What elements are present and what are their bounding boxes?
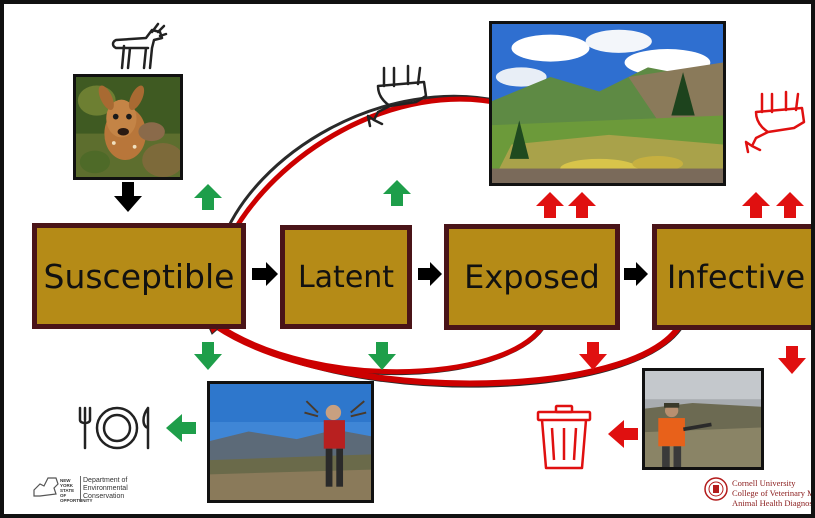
hunter-photo <box>207 381 374 503</box>
arrow-recruitment-down <box>114 182 142 212</box>
cornell-text: Cornell University College of Veterinary… <box>732 478 815 508</box>
nys-map-icon <box>33 477 59 497</box>
red-up-arrow-infective-1 <box>742 192 770 218</box>
hunter-orange-vest-photo <box>642 368 764 470</box>
cornell-seal-icon <box>704 477 728 501</box>
red-up-arrow-exposed-1 <box>536 192 564 218</box>
nys-dept-line1: Department of <box>83 477 128 484</box>
stage-exposed: Exposed <box>444 224 620 330</box>
nys-dept-name: Department of Environmental Conservation <box>83 477 128 501</box>
cornell-line3: Animal Health Diagnostic Center <box>732 498 815 508</box>
stage-infective: Infective <box>652 224 811 330</box>
deer-dead-red-icon <box>744 90 806 154</box>
nys-dept-line3: Conservation <box>83 493 125 500</box>
deer-dead-icon <box>366 64 428 128</box>
mountain-environment-photo <box>489 21 726 186</box>
green-up-arrow-latent <box>383 180 411 206</box>
nys-dept-line2: Environmental <box>83 485 128 492</box>
green-left-arrow-harvest <box>166 414 196 442</box>
plate-cutlery-icon <box>78 406 150 450</box>
red-up-arrow-infective-2 <box>776 192 804 218</box>
stage-exposed-label: Exposed <box>464 258 600 296</box>
red-down-arrow-exposed <box>579 342 607 370</box>
stage-latent: Latent <box>280 225 412 329</box>
deer-standing-icon <box>111 22 168 70</box>
arrow-latent-to-exposed <box>418 262 442 286</box>
green-down-arrow-susceptible <box>194 342 222 370</box>
green-up-arrow-susceptible <box>194 184 222 210</box>
environment-to-susceptible-curve <box>220 94 505 243</box>
cornell-line2: College of Veterinary Medicine <box>732 488 815 498</box>
stage-latent-label: Latent <box>297 259 395 295</box>
transmission-curves <box>201 94 690 388</box>
green-down-arrow-latent <box>368 342 396 370</box>
stage-infective-label: Infective <box>666 258 806 296</box>
stage-susceptible-label: Susceptible <box>43 256 235 296</box>
nys-brand-text: NEW YORK STATE OF OPPORTUNITY <box>60 478 93 503</box>
nys-logo-divider <box>80 476 81 502</box>
flow-arrows <box>114 180 806 448</box>
stage-susceptible: Susceptible <box>32 223 246 329</box>
red-left-arrow-disposal <box>608 420 638 448</box>
arrow-exposed-to-infective <box>624 262 648 286</box>
arrow-susceptible-to-latent <box>252 262 278 286</box>
red-down-arrow-infective <box>778 346 806 374</box>
red-up-arrow-exposed-2 <box>568 192 596 218</box>
fawn-photo <box>73 74 183 180</box>
trash-can-icon <box>536 404 592 470</box>
cornell-line1: Cornell University <box>732 478 796 488</box>
